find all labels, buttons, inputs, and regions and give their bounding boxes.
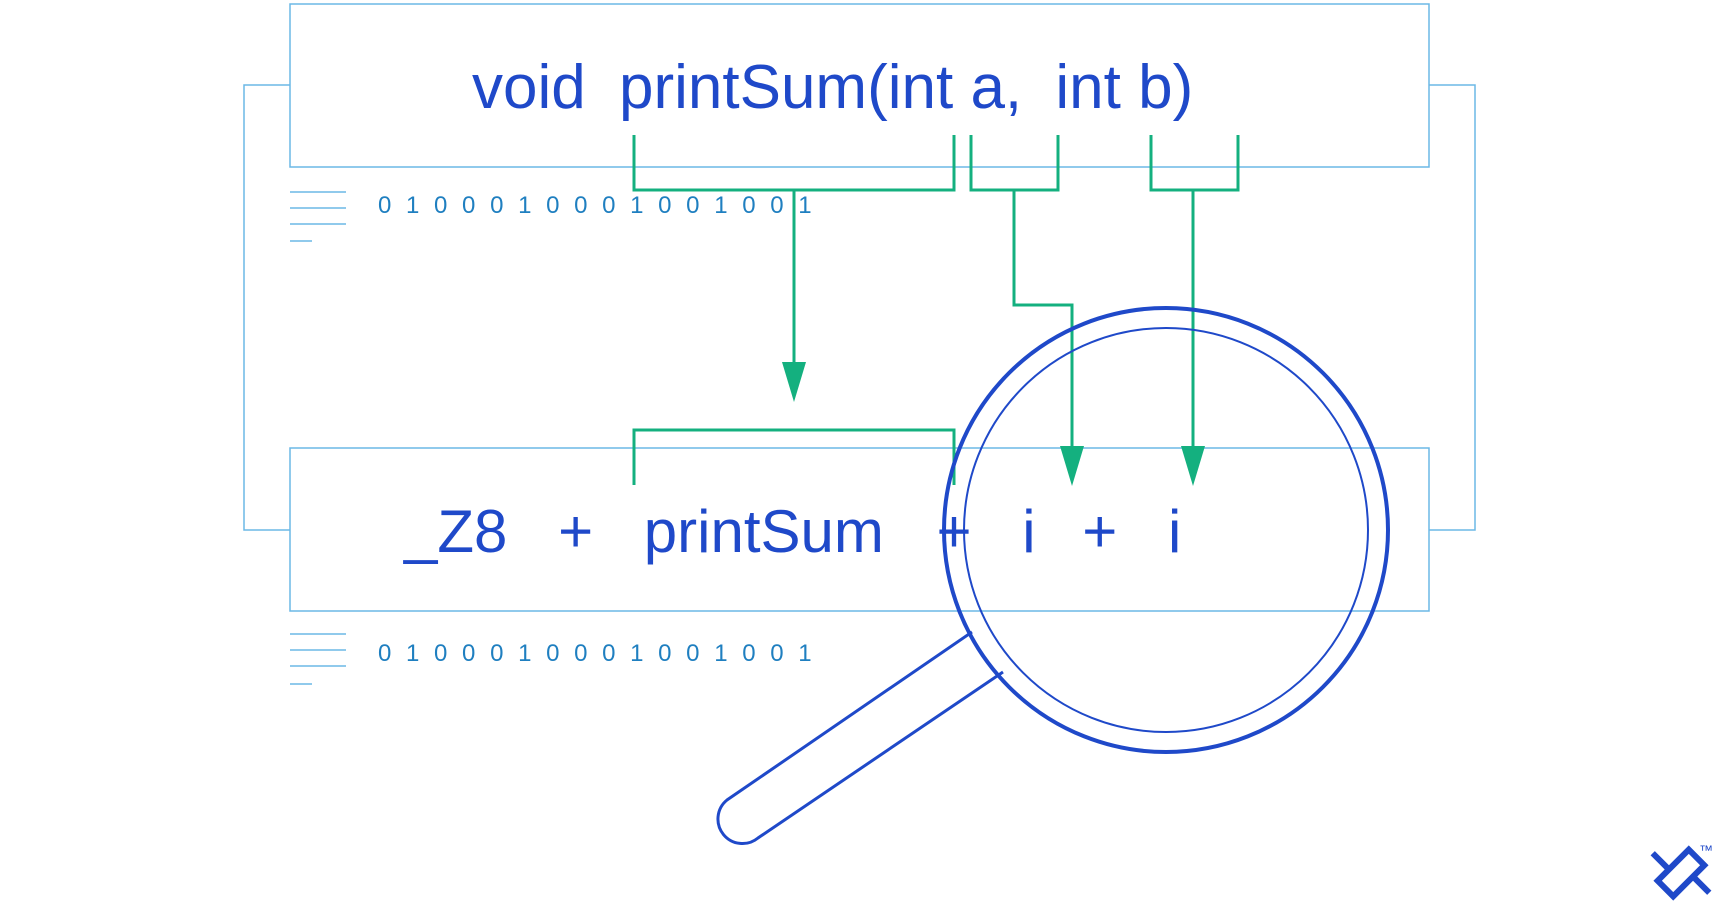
right-connector bbox=[1429, 84, 1476, 531]
arrow-param-a-line bbox=[1012, 190, 1074, 450]
binary-bottom: 0 1 0 0 0 1 0 0 0 1 0 0 1 0 0 1 bbox=[378, 640, 816, 667]
signature-param-a: int a, bbox=[888, 53, 1022, 122]
mangled-type-b: i bbox=[1168, 498, 1181, 565]
left-connector bbox=[243, 84, 290, 531]
top-meta-lines bbox=[290, 191, 346, 242]
bracket-mangled-function-name bbox=[632, 428, 956, 485]
signature-param-b: int b) bbox=[1055, 53, 1193, 122]
magnifier-icon bbox=[716, 306, 1390, 846]
arrow-function-name-head bbox=[782, 362, 806, 402]
mangled-prefix: _Z8 bbox=[403, 498, 507, 565]
signature-text: void printSum(int a, int b) bbox=[472, 53, 1193, 122]
mangled-name-box bbox=[289, 447, 1430, 612]
bracket-param-b bbox=[1149, 135, 1240, 192]
arrow-param-b-head bbox=[1181, 446, 1205, 486]
arrow-param-a-head bbox=[1060, 446, 1084, 486]
signature-function-name: printSum( bbox=[619, 53, 888, 122]
mangled-function-name: printSum bbox=[644, 498, 884, 565]
bottom-meta-lines bbox=[290, 633, 346, 685]
toptal-logo-icon: ™ bbox=[1650, 842, 1713, 901]
trademark-symbol: ™ bbox=[1699, 842, 1713, 858]
source-signature-box bbox=[289, 3, 1430, 168]
mangled-text: _Z8 + printSum + i + i bbox=[403, 498, 1181, 565]
mangled-type-a: i bbox=[1022, 498, 1035, 565]
mangled-plus-1: + bbox=[558, 498, 593, 565]
bracket-function-name bbox=[632, 135, 956, 192]
binary-top: 0 1 0 0 0 1 0 0 0 1 0 0 1 0 0 1 bbox=[378, 192, 816, 219]
bracket-param-a bbox=[969, 135, 1060, 192]
signature-return-type: void bbox=[472, 53, 586, 122]
mangled-plus-3: + bbox=[1082, 498, 1117, 565]
